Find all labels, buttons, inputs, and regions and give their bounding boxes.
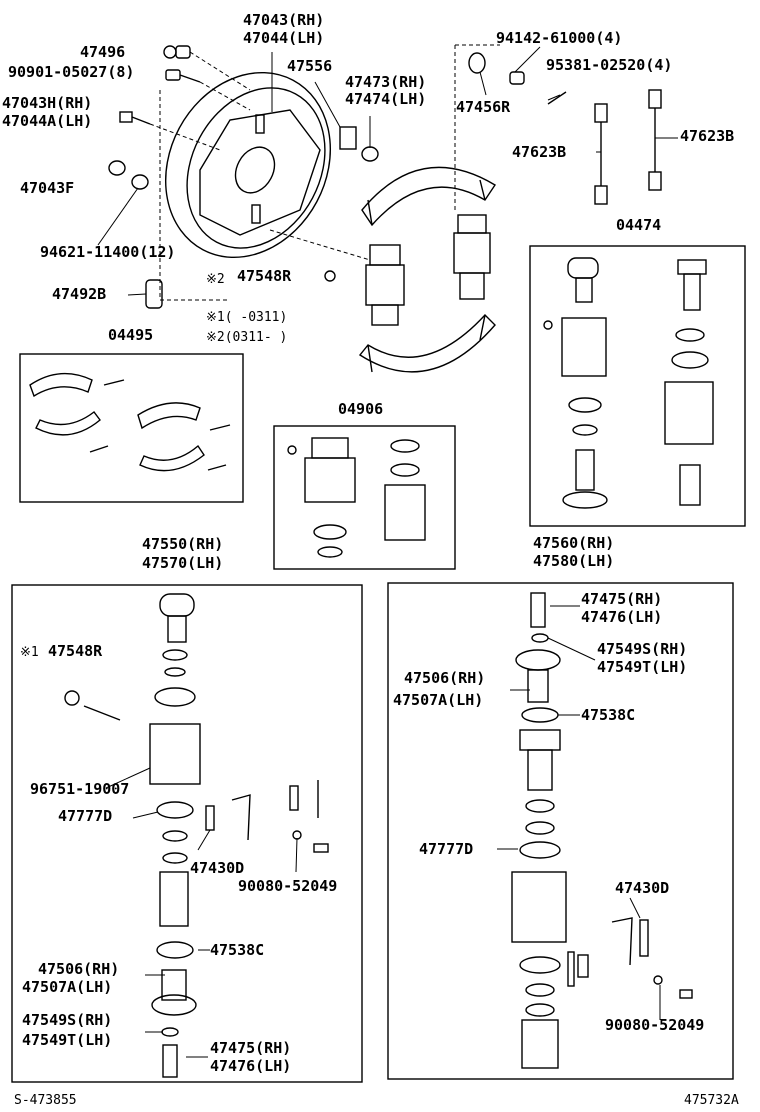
kit-box-04495	[19, 353, 244, 503]
kit-box-04906	[273, 425, 456, 570]
footer-left-code: S-473855	[14, 1093, 77, 1108]
label-04495: 04495	[108, 326, 154, 344]
assembly-box-right	[387, 582, 734, 1080]
label-47548r-left: 47548R	[48, 642, 103, 660]
kit-04474-parts	[543, 257, 714, 509]
label-47043-rh: 47043(RH)	[243, 11, 325, 29]
label-47473-rh: 47473(RH)	[345, 73, 427, 91]
label-47549s-rh-left: 47549S(RH)	[22, 1011, 113, 1029]
label-04474: 04474	[616, 216, 662, 234]
kit-04906-parts	[287, 437, 426, 558]
footer-right-code: 475732A	[684, 1093, 739, 1108]
label-96751-19007: 96751-19007	[30, 780, 130, 798]
label-47777d-right: 47777D	[419, 840, 474, 858]
label-47430d-right: 47430D	[615, 879, 670, 897]
note-2-range: ※2(0311- )	[206, 330, 288, 345]
label-47492b: 47492B	[52, 285, 107, 303]
label-47548r-top: 47548R	[237, 267, 292, 285]
label-95381-02520: 95381-02520(4)	[546, 56, 673, 74]
label-47623b-right: 47623B	[680, 127, 735, 145]
label-94621-11400: 94621-11400(12)	[40, 243, 176, 261]
label-47507a-lh-left: 47507A(LH)	[22, 978, 113, 996]
label-04906: 04906	[338, 400, 384, 418]
label-47777d-left: 47777D	[58, 807, 113, 825]
right-cylinder-assembly	[511, 592, 693, 1069]
label-47044-lh: 47044(LH)	[243, 29, 325, 47]
note-mark-2: ※2	[206, 272, 225, 287]
wheel-cylinder-upper	[365, 214, 491, 326]
label-47430d-left: 47430D	[190, 859, 245, 877]
label-47549t-lh-right: 47549T(LH)	[597, 658, 688, 676]
label-47476-lh-left: 47476(LH)	[210, 1057, 292, 1075]
label-94142-61000: 94142-61000(4)	[496, 29, 623, 47]
brake-shoe-lower	[358, 313, 496, 373]
label-90080-52049-right: 90080-52049	[605, 1016, 705, 1034]
label-47043f: 47043F	[20, 179, 75, 197]
label-90080-52049-left: 90080-52049	[238, 877, 338, 895]
label-47044a-lh: 47044A(LH)	[2, 112, 93, 130]
assembly-box-left	[11, 584, 363, 1083]
label-47456r: 47456R	[456, 98, 511, 116]
label-90901-05027: 90901-05027(8)	[8, 63, 135, 81]
label-47623b-left: 47623B	[512, 143, 567, 161]
label-47507a-lh-right: 47507A(LH)	[393, 691, 484, 709]
label-47549s-rh-right: 47549S(RH)	[597, 640, 688, 658]
kit-box-04474	[529, 245, 746, 527]
backing-plate	[164, 71, 332, 259]
label-47043h-rh: 47043H(RH)	[2, 94, 93, 112]
label-47556: 47556	[287, 57, 333, 75]
brake-shoe-upper	[361, 166, 496, 227]
label-47549t-lh-left: 47549T(LH)	[22, 1031, 113, 1049]
left-assembly-title-lh: 47570(LH)	[142, 554, 224, 572]
note-mark-1: ※1	[20, 645, 39, 660]
label-47538c-left: 47538C	[210, 941, 265, 959]
label-47506-rh-right: 47506(RH)	[404, 669, 486, 687]
note-1-range: ※1( -0311)	[206, 310, 288, 325]
kit-04495-parts	[29, 372, 231, 472]
label-47476-lh-right: 47476(LH)	[581, 608, 663, 626]
label-47538c-right: 47538C	[581, 706, 636, 724]
label-47475-rh-left: 47475(RH)	[210, 1039, 292, 1057]
right-assembly-title-rh: 47560(RH)	[533, 534, 615, 552]
label-47496: 47496	[80, 43, 126, 61]
left-assembly-title-rh: 47550(RH)	[142, 535, 224, 553]
label-47474-lh: 47474(LH)	[345, 90, 427, 108]
label-47506-rh-left: 47506(RH)	[38, 960, 120, 978]
left-cylinder-assembly	[64, 593, 329, 1078]
right-assembly-title-lh: 47580(LH)	[533, 552, 615, 570]
label-47475-rh-right: 47475(RH)	[581, 590, 663, 608]
